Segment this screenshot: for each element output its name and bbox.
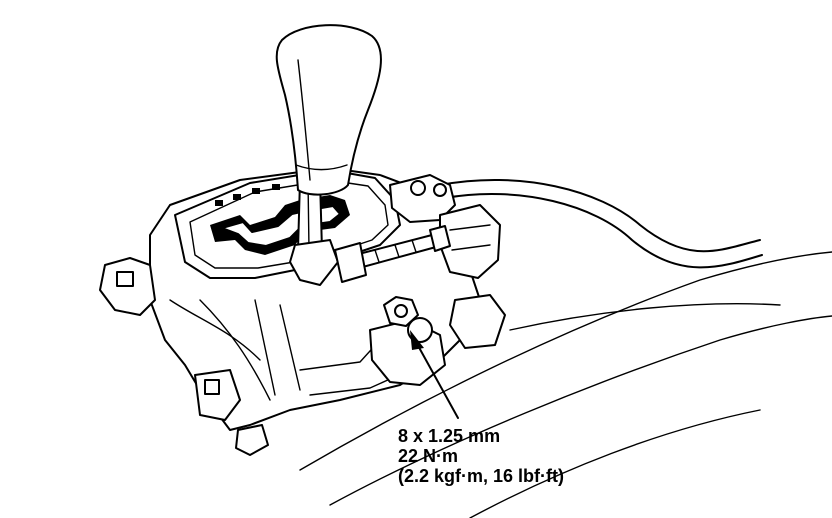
bolt-size-label: 8 x 1.25 mm [398, 426, 501, 446]
lever-bracket [369, 174, 506, 386]
mounting-nut [383, 296, 419, 327]
shift-knob [275, 24, 382, 196]
torque-alt-label: (2.2 kgf·m, 16 lbf·ft) [398, 466, 565, 486]
shift-cable [439, 179, 763, 269]
torque-callout: 8 x 1.25 mm 22 N·m (2.2 kgf·m, 16 lbf·ft… [398, 426, 564, 486]
callout-leader [410, 330, 459, 419]
pivot-bolt [334, 225, 451, 283]
torque-nm-label: 22 N·m [398, 446, 459, 466]
floor-panel-lines [299, 251, 832, 518]
shift-lever-shaft [289, 179, 339, 286]
